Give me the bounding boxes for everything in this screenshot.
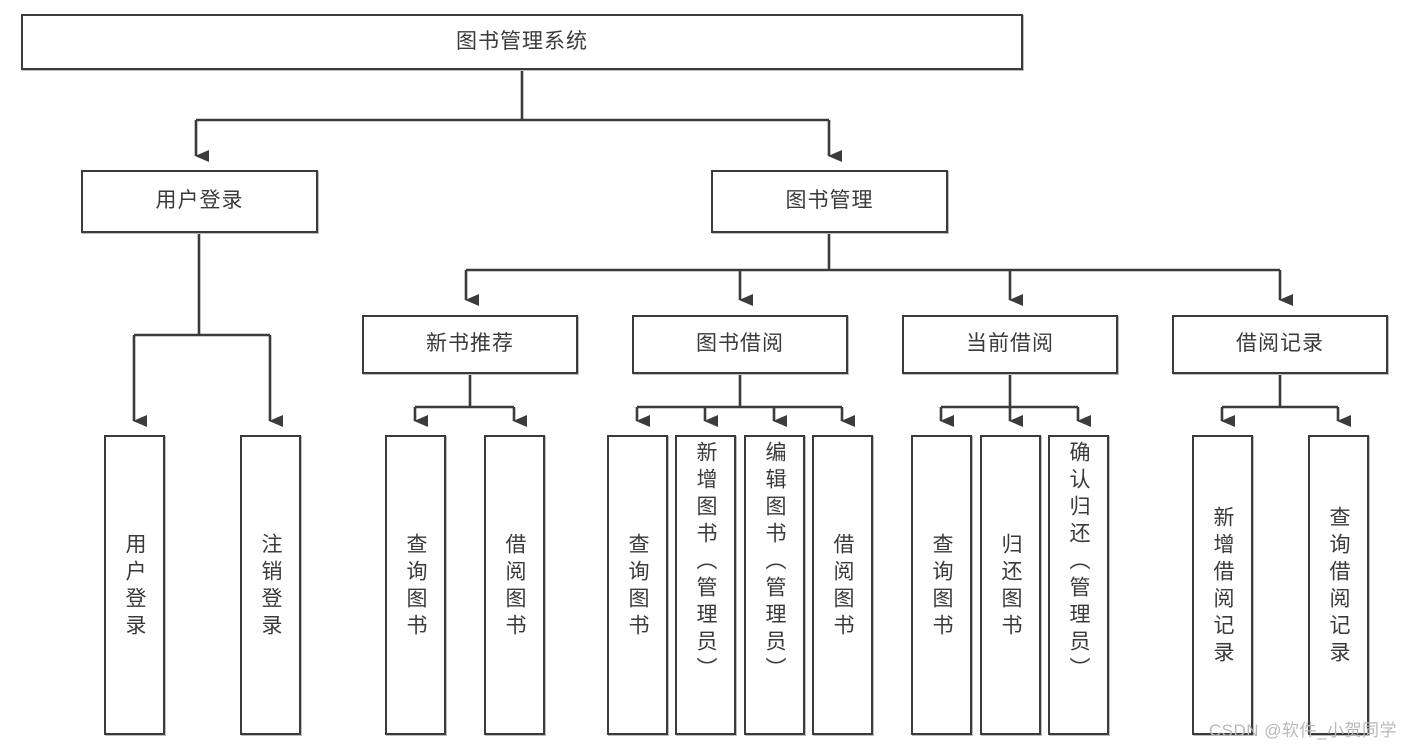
node-current-borrow[interactable]: 当前借阅 <box>902 315 1118 374</box>
node-label: 图书借阅 <box>696 332 784 356</box>
leaf-query-book-current[interactable]: 查询图书 <box>911 435 972 735</box>
node-label: 图书管理系统 <box>456 29 588 53</box>
leaf-borrow-book[interactable]: 借阅图书 <box>812 435 873 735</box>
node-user-login[interactable]: 用户登录 <box>81 170 318 233</box>
leaf-borrow-book-recommend[interactable]: 借阅图书 <box>484 435 545 735</box>
node-label: 查询图书 <box>930 533 953 641</box>
leaf-query-book-recommend[interactable]: 查询图书 <box>385 435 446 735</box>
leaf-confirm-return[interactable]: 确认归还（管理员） <box>1048 435 1109 735</box>
node-label: 借阅图书 <box>503 533 526 641</box>
leaf-return-book[interactable]: 归还图书 <box>980 435 1041 735</box>
node-label: 当前借阅 <box>966 332 1054 356</box>
leaf-user-login[interactable]: 用户登录 <box>104 435 165 735</box>
node-label: 图书管理 <box>785 189 874 213</box>
node-label: 用户登录 <box>155 189 244 213</box>
node-book-borrow[interactable]: 图书借阅 <box>632 315 848 374</box>
node-label: 新增借阅记录 <box>1211 506 1234 668</box>
node-label: 确认归还（管理员） <box>1067 441 1090 684</box>
node-label: 新书推荐 <box>426 332 514 356</box>
node-label: 归还图书 <box>999 533 1022 641</box>
node-new-book-recommend[interactable]: 新书推荐 <box>362 315 578 374</box>
leaf-edit-book[interactable]: 编辑图书（管理员） <box>744 435 805 735</box>
node-label: 编辑图书（管理员） <box>763 441 786 684</box>
leaf-user-logout[interactable]: 注销登录 <box>240 435 301 735</box>
node-label: 查询借阅记录 <box>1327 506 1350 668</box>
node-book-management[interactable]: 图书管理 <box>711 170 948 233</box>
node-label: 查询图书 <box>626 533 649 641</box>
leaf-query-borrow-record[interactable]: 查询借阅记录 <box>1308 435 1369 735</box>
leaf-add-book[interactable]: 新增图书（管理员） <box>675 435 736 735</box>
node-label: 新增图书（管理员） <box>694 441 717 684</box>
leaf-query-book-borrow[interactable]: 查询图书 <box>607 435 668 735</box>
node-label: 查询图书 <box>404 533 427 641</box>
node-root-system[interactable]: 图书管理系统 <box>21 14 1023 70</box>
node-label: 借阅记录 <box>1236 332 1324 356</box>
node-label: 用户登录 <box>123 533 146 641</box>
leaf-add-borrow-record[interactable]: 新增借阅记录 <box>1192 435 1253 735</box>
node-label: 借阅图书 <box>831 533 854 641</box>
node-label: 注销登录 <box>259 533 282 641</box>
node-borrow-record[interactable]: 借阅记录 <box>1172 315 1388 374</box>
